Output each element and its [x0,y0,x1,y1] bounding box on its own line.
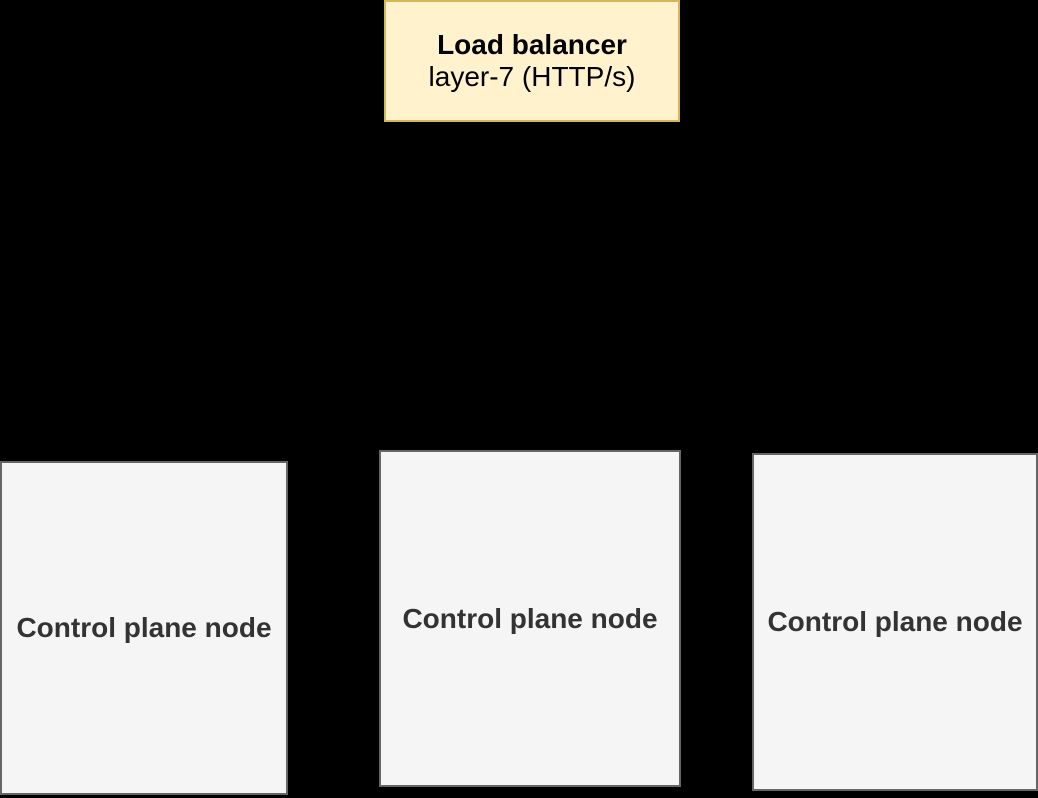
control-plane-node-2-label: Control plane node [402,602,658,634]
load-balancer-node: Load balancer layer-7 (HTTP/s) [384,0,680,122]
control-plane-node-3: Control plane node [752,453,1038,791]
load-balancer-subtitle: layer-7 (HTTP/s) [428,61,636,92]
control-plane-node-1-label: Control plane node [16,612,272,643]
control-plane-node-2: Control plane node [379,450,681,787]
control-plane-node-3-label: Control plane node [767,606,1023,637]
control-plane-node-1: Control plane node [0,461,288,795]
load-balancer-title: Load balancer [437,29,627,60]
